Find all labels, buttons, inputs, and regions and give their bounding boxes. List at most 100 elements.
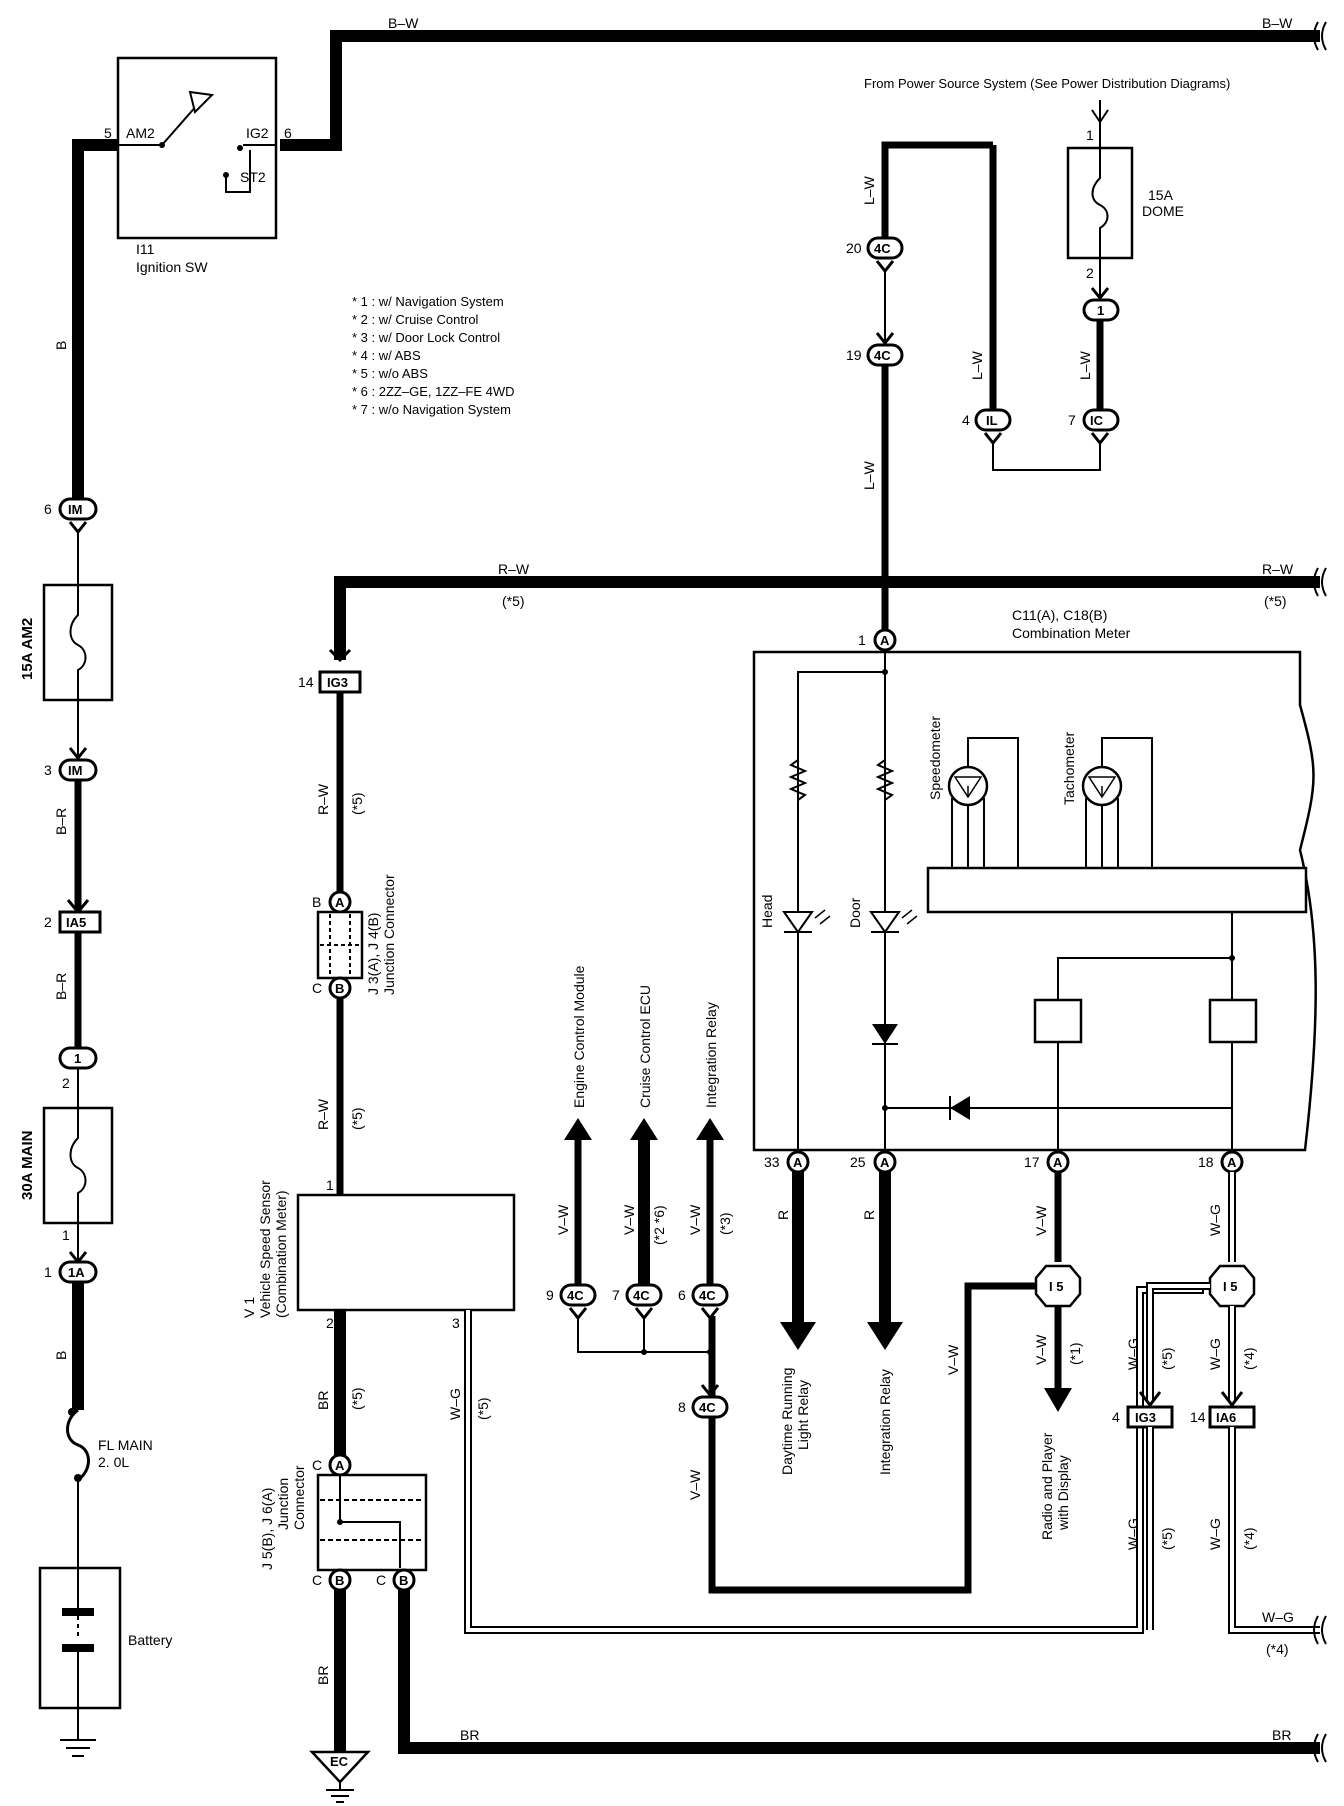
jc-top-name: Junction Connector xyxy=(381,874,397,995)
pin: 1 xyxy=(326,1177,334,1193)
wire-label: L–W xyxy=(969,350,985,380)
jc-bottom-name2: Connector xyxy=(291,1465,307,1530)
note: * 5 : w/o ABS xyxy=(352,366,428,381)
pin: 18 xyxy=(1198,1154,1214,1170)
pin: 2 xyxy=(62,1075,70,1091)
junction-connector-top: A B B C J 3(A), J 4(B) Junction Connecto… xyxy=(312,874,397,1195)
pin: C xyxy=(312,1457,322,1473)
drl-label2: Light Relay xyxy=(795,1380,811,1450)
combination-meter: C11(A), C18(B) Combination Meter A 1 Hea… xyxy=(752,607,1317,1174)
wire-label: V–W xyxy=(945,1344,961,1375)
fuse-am2-label: 15A AM2 xyxy=(19,618,36,680)
wire-label: W–G xyxy=(1125,1518,1141,1550)
note: * 3 : w/ Door Lock Control xyxy=(352,330,500,345)
jc-top-label: J 3(A), J 4(B) xyxy=(365,913,381,995)
note-ref: (*5) xyxy=(1264,593,1287,609)
pin: 7 xyxy=(1068,412,1076,428)
wire-label: R xyxy=(861,1210,877,1220)
wire-label: R xyxy=(775,1210,791,1220)
wire-label: W–G xyxy=(1262,1609,1294,1625)
speedometer-icon xyxy=(947,765,989,807)
wire-label: L–W xyxy=(861,175,877,205)
pin: B xyxy=(312,894,321,910)
tachometer-icon xyxy=(1081,765,1123,807)
pin: 4 xyxy=(1112,1409,1120,1425)
pin-label: A xyxy=(335,1458,345,1473)
wire-label: BR xyxy=(1272,1727,1291,1743)
pin-label: A xyxy=(880,633,890,648)
pin: 14 xyxy=(298,674,314,690)
ig2-label: IG2 xyxy=(246,125,269,141)
note-ref: (*2 *6) xyxy=(651,1205,667,1245)
pin: 2 xyxy=(44,914,52,930)
ignition-id: I11 xyxy=(136,241,155,257)
note-ref: (*3) xyxy=(717,1212,733,1235)
pin: 1 xyxy=(858,632,866,648)
connector-4c: 4C xyxy=(633,1288,650,1303)
pin: 5 xyxy=(104,125,112,141)
connector-ig3: IG3 xyxy=(327,675,348,690)
wire-label: R–W xyxy=(1262,561,1294,577)
connector-il: IL xyxy=(986,413,998,428)
battery-label: Battery xyxy=(128,1632,172,1648)
drl-label: Daytime Running xyxy=(779,1368,795,1475)
pin: 3 xyxy=(452,1315,460,1331)
note-ref: (*1) xyxy=(1067,1342,1083,1365)
speedometer-label: Speedometer xyxy=(927,716,943,800)
pin: 4 xyxy=(962,412,970,428)
meter-outputs: R Daytime Running Light Relay R Integrat… xyxy=(687,1172,1327,1657)
ground-label: EC xyxy=(330,1754,349,1769)
sensor-sub: (Combination Meter) xyxy=(273,1190,289,1318)
pin: 20 xyxy=(846,240,862,256)
wire-label: BR xyxy=(460,1727,479,1743)
cruise-label: Cruise Control ECU xyxy=(637,985,653,1108)
connector-i5: I 5 xyxy=(1223,1279,1237,1294)
connector-ia6: IA6 xyxy=(1216,1410,1236,1425)
wire-label: B–W xyxy=(1262,15,1293,31)
note: * 4 : w/ ABS xyxy=(352,348,421,363)
pin: C xyxy=(312,1572,322,1588)
jc-bottom-label: J 5(B), J 6(A) xyxy=(259,1488,275,1570)
note-ref: (*5) xyxy=(1159,1527,1175,1550)
connector-4c: 4C xyxy=(874,241,891,256)
radio-label2: with Display xyxy=(1055,1455,1071,1531)
pin-label: A xyxy=(1227,1155,1237,1170)
connector-im: IM xyxy=(68,763,82,778)
connector-1: 1 xyxy=(74,1051,81,1066)
wire-label: B–R xyxy=(53,808,69,835)
pin: 3 xyxy=(44,762,52,778)
am2-label: AM2 xyxy=(126,125,155,141)
note-ref: (*5) xyxy=(475,1397,491,1420)
sensor-name: Vehicle Speed Sensor xyxy=(257,1180,273,1318)
pin: 6 xyxy=(284,125,292,141)
note: * 1 : w/ Navigation System xyxy=(352,294,504,309)
wire-label: W–G xyxy=(1207,1518,1223,1550)
power-source-label: From Power Source System (See Power Dist… xyxy=(864,76,1230,91)
connector-ia5: IA5 xyxy=(66,915,86,930)
connector-i5: I 5 xyxy=(1049,1279,1063,1294)
wire-label: W–G xyxy=(1207,1338,1223,1370)
left-power-chain: B IM 6 15A AM2 IM 3 B–R IA5 2 B–R 1 2 30… xyxy=(19,139,172,1757)
ecu-outputs: V–W Engine Control Module 4C 9 V–W (*2 *… xyxy=(546,965,733,1590)
door-label: Door xyxy=(847,897,863,928)
bw-bus: B–W B–W xyxy=(280,15,1327,151)
fl-main-rating: 2. 0L xyxy=(98,1454,129,1470)
note-ref: (*4) xyxy=(1241,1347,1257,1370)
pin: 2 xyxy=(1086,265,1094,281)
pin: 14 xyxy=(1190,1409,1206,1425)
note-ref: (*4) xyxy=(1266,1641,1289,1657)
wire-label: V–W xyxy=(687,1204,703,1235)
wire-label: R–W xyxy=(315,783,331,815)
pin: 9 xyxy=(546,1287,554,1303)
connector-4c: 4C xyxy=(699,1288,716,1303)
ignition-name: Ignition SW xyxy=(136,259,208,275)
pin-label: B xyxy=(399,1573,408,1588)
connector-ig3: IG3 xyxy=(1135,1410,1156,1425)
junction-connector-bottom: A C B C B C J 5(B), J 6(A) Junction Conn… xyxy=(259,1453,1327,1803)
wire-label: V–W xyxy=(687,1469,703,1500)
integration-label: Integration Relay xyxy=(877,1369,893,1475)
connector-ic: IC xyxy=(1090,413,1104,428)
head-label: Head xyxy=(759,895,775,928)
fuse-dome-name: DOME xyxy=(1142,203,1184,219)
fuse-dome-rating: 15A xyxy=(1148,187,1174,203)
